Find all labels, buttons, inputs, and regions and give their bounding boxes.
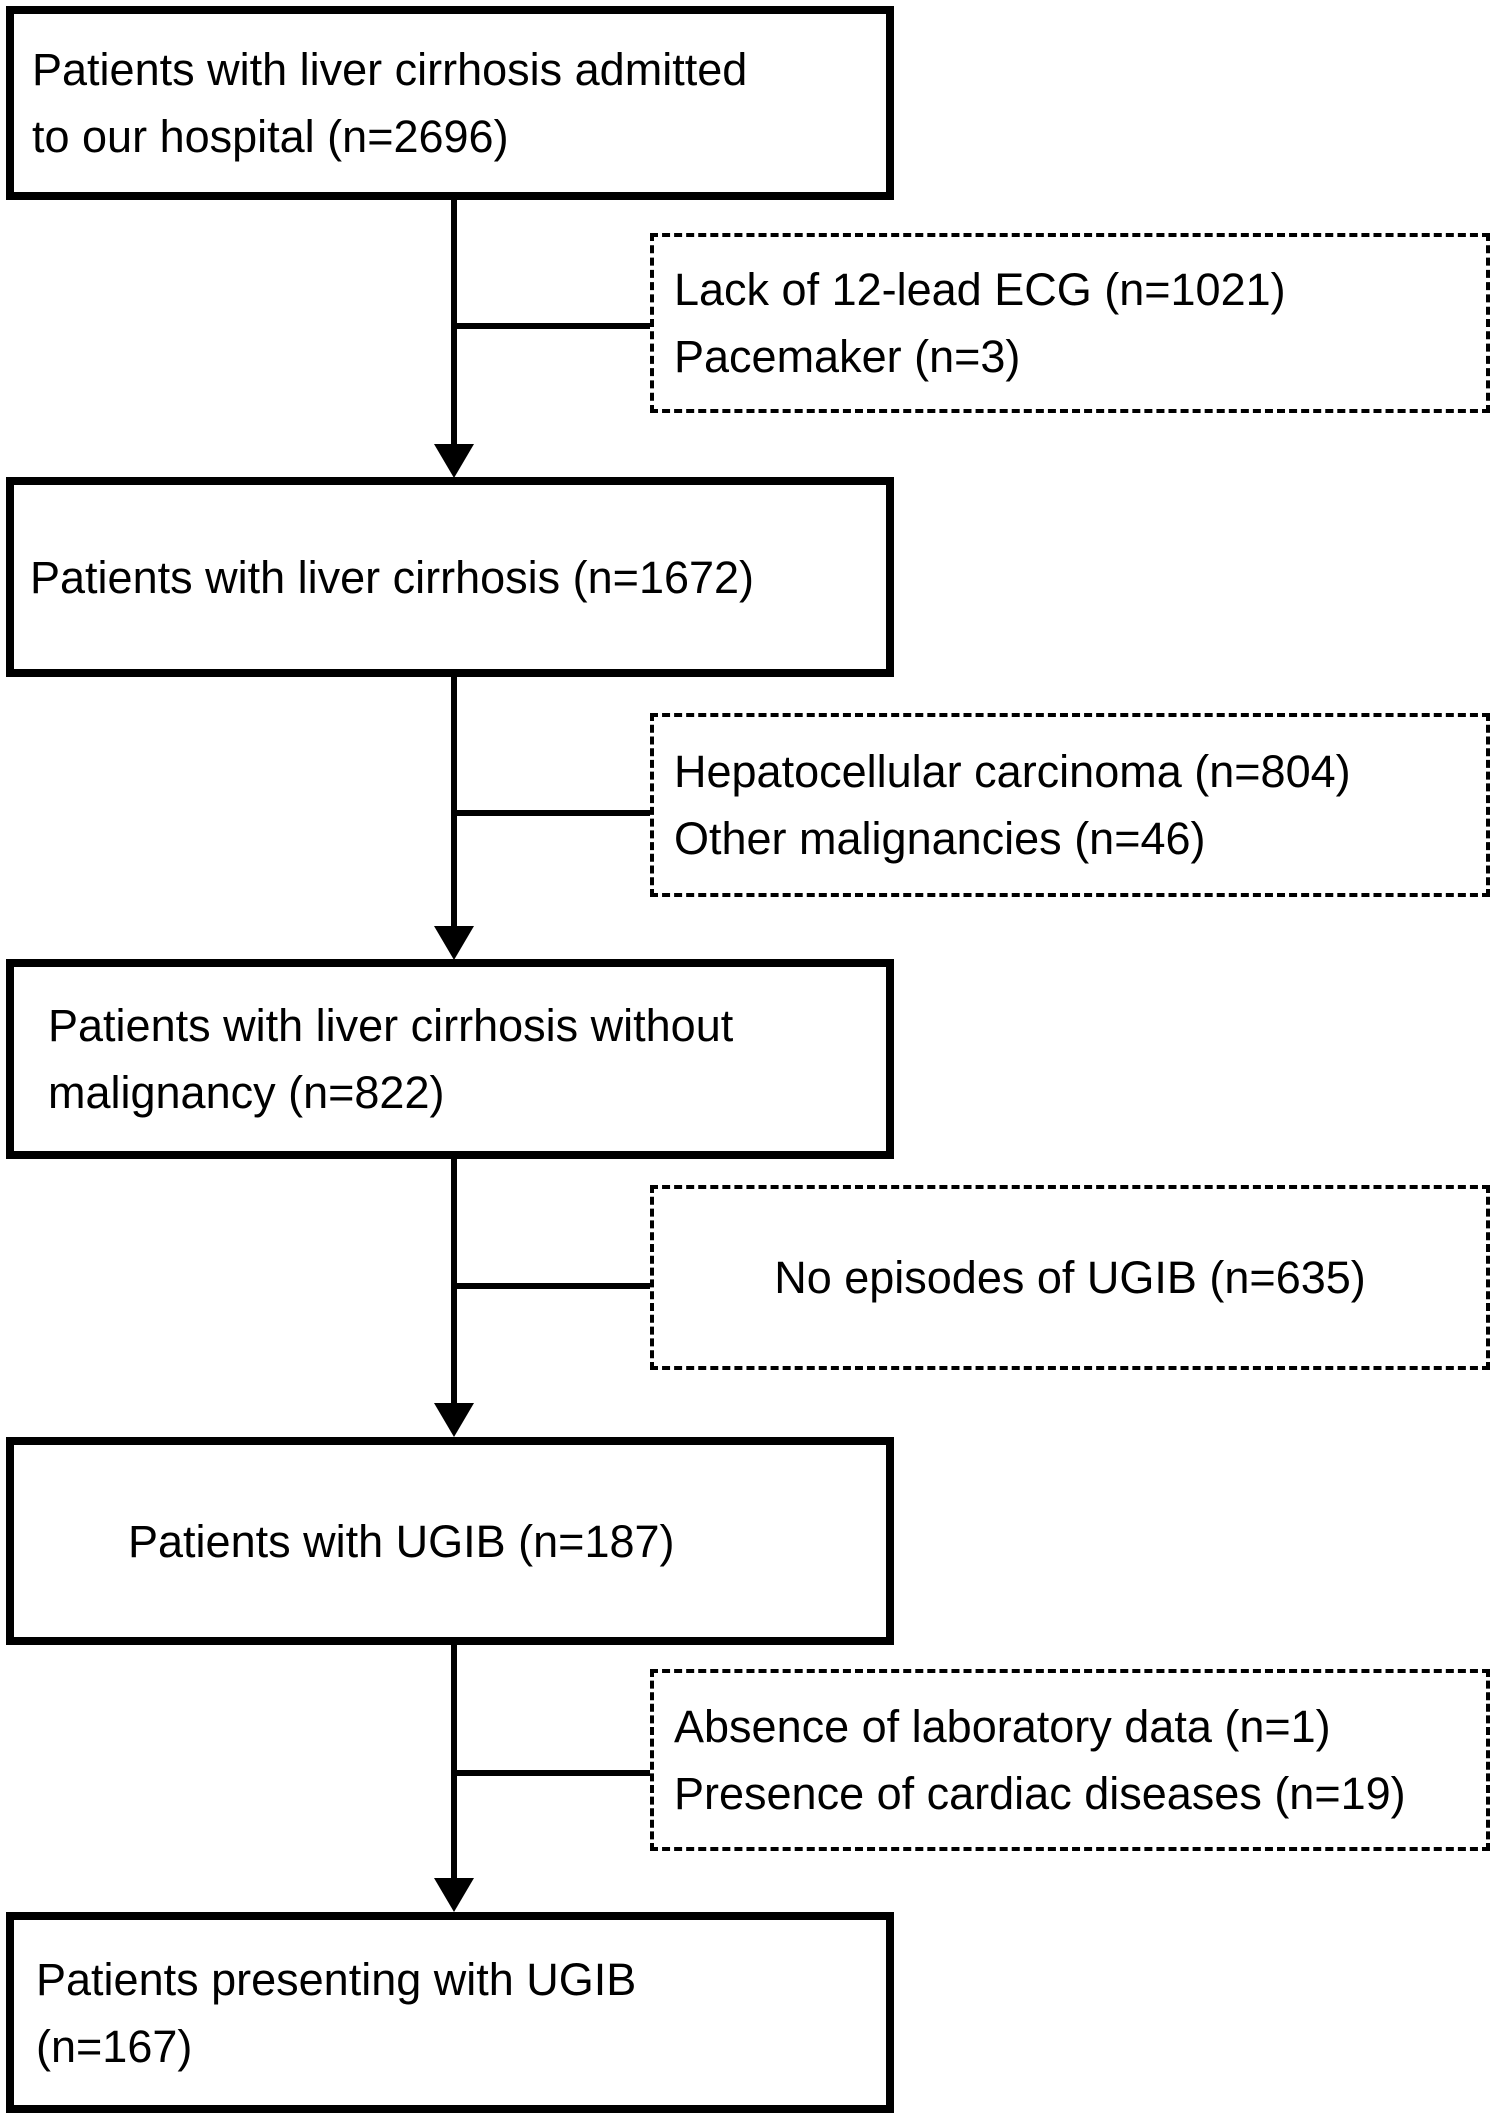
flow-box-text-line: malignancy (n=822) (48, 1067, 445, 1118)
exclusion-text-line: Pacemaker (n=3) (674, 331, 1021, 382)
flow-box-text-line: (n=167) (36, 2020, 193, 2072)
exclusion-box-lab-cardiac: Absence of laboratory data (n=1) Presenc… (650, 1669, 1490, 1851)
arrow-down-icon (434, 1403, 474, 1437)
flow-box-no-malignancy: Patients with liver cirrhosis without ma… (6, 959, 894, 1159)
flow-box-text-line: Patients presenting with UGIB (36, 1953, 637, 2005)
flow-box-text-line: Patients with liver cirrhosis admitted (32, 44, 748, 95)
exclusion-text-line: Other malignancies (n=46) (674, 813, 1206, 864)
flow-box-text-line: to our hospital (n=2696) (32, 111, 509, 162)
connector-line-3 (451, 1159, 457, 1405)
arrow-down-icon (434, 1878, 474, 1912)
branch-line-1 (451, 323, 650, 329)
exclusion-box-malignancies: Hepatocellular carcinoma (n=804) Other m… (650, 713, 1490, 897)
flow-box-admitted: Patients with liver cirrhosis admitted t… (6, 6, 894, 200)
branch-line-4 (451, 1770, 650, 1776)
exclusion-text-line: Presence of cardiac diseases (n=19) (674, 1768, 1406, 1819)
connector-line-2 (451, 677, 457, 928)
branch-line-2 (451, 810, 650, 816)
exclusion-text-line: No episodes of UGIB (n=635) (774, 1252, 1366, 1303)
flow-box-text-line: Patients with liver cirrhosis (n=1672) (30, 551, 755, 603)
flow-box-ugib: Patients with UGIB (n=187) (6, 1437, 894, 1645)
exclusion-text-line: Lack of 12-lead ECG (n=1021) (674, 264, 1286, 315)
flow-box-text-line: Patients with liver cirrhosis without (48, 1000, 734, 1051)
arrow-down-icon (434, 444, 474, 478)
exclusion-box-no-ugib: No episodes of UGIB (n=635) (650, 1185, 1490, 1370)
flow-box-cirrhosis: Patients with liver cirrhosis (n=1672) (6, 477, 894, 677)
branch-line-3 (451, 1283, 650, 1289)
flow-box-presenting-ugib: Patients presenting with UGIB (n=167) (6, 1912, 894, 2113)
exclusion-text-line: Hepatocellular carcinoma (n=804) (674, 746, 1351, 797)
exclusion-text-line: Absence of laboratory data (n=1) (674, 1701, 1331, 1752)
flow-box-text-line: Patients with UGIB (n=187) (128, 1515, 675, 1567)
arrow-down-icon (434, 926, 474, 960)
exclusion-box-ecg-pacemaker: Lack of 12-lead ECG (n=1021) Pacemaker (… (650, 233, 1490, 413)
connector-line-4 (451, 1645, 457, 1880)
